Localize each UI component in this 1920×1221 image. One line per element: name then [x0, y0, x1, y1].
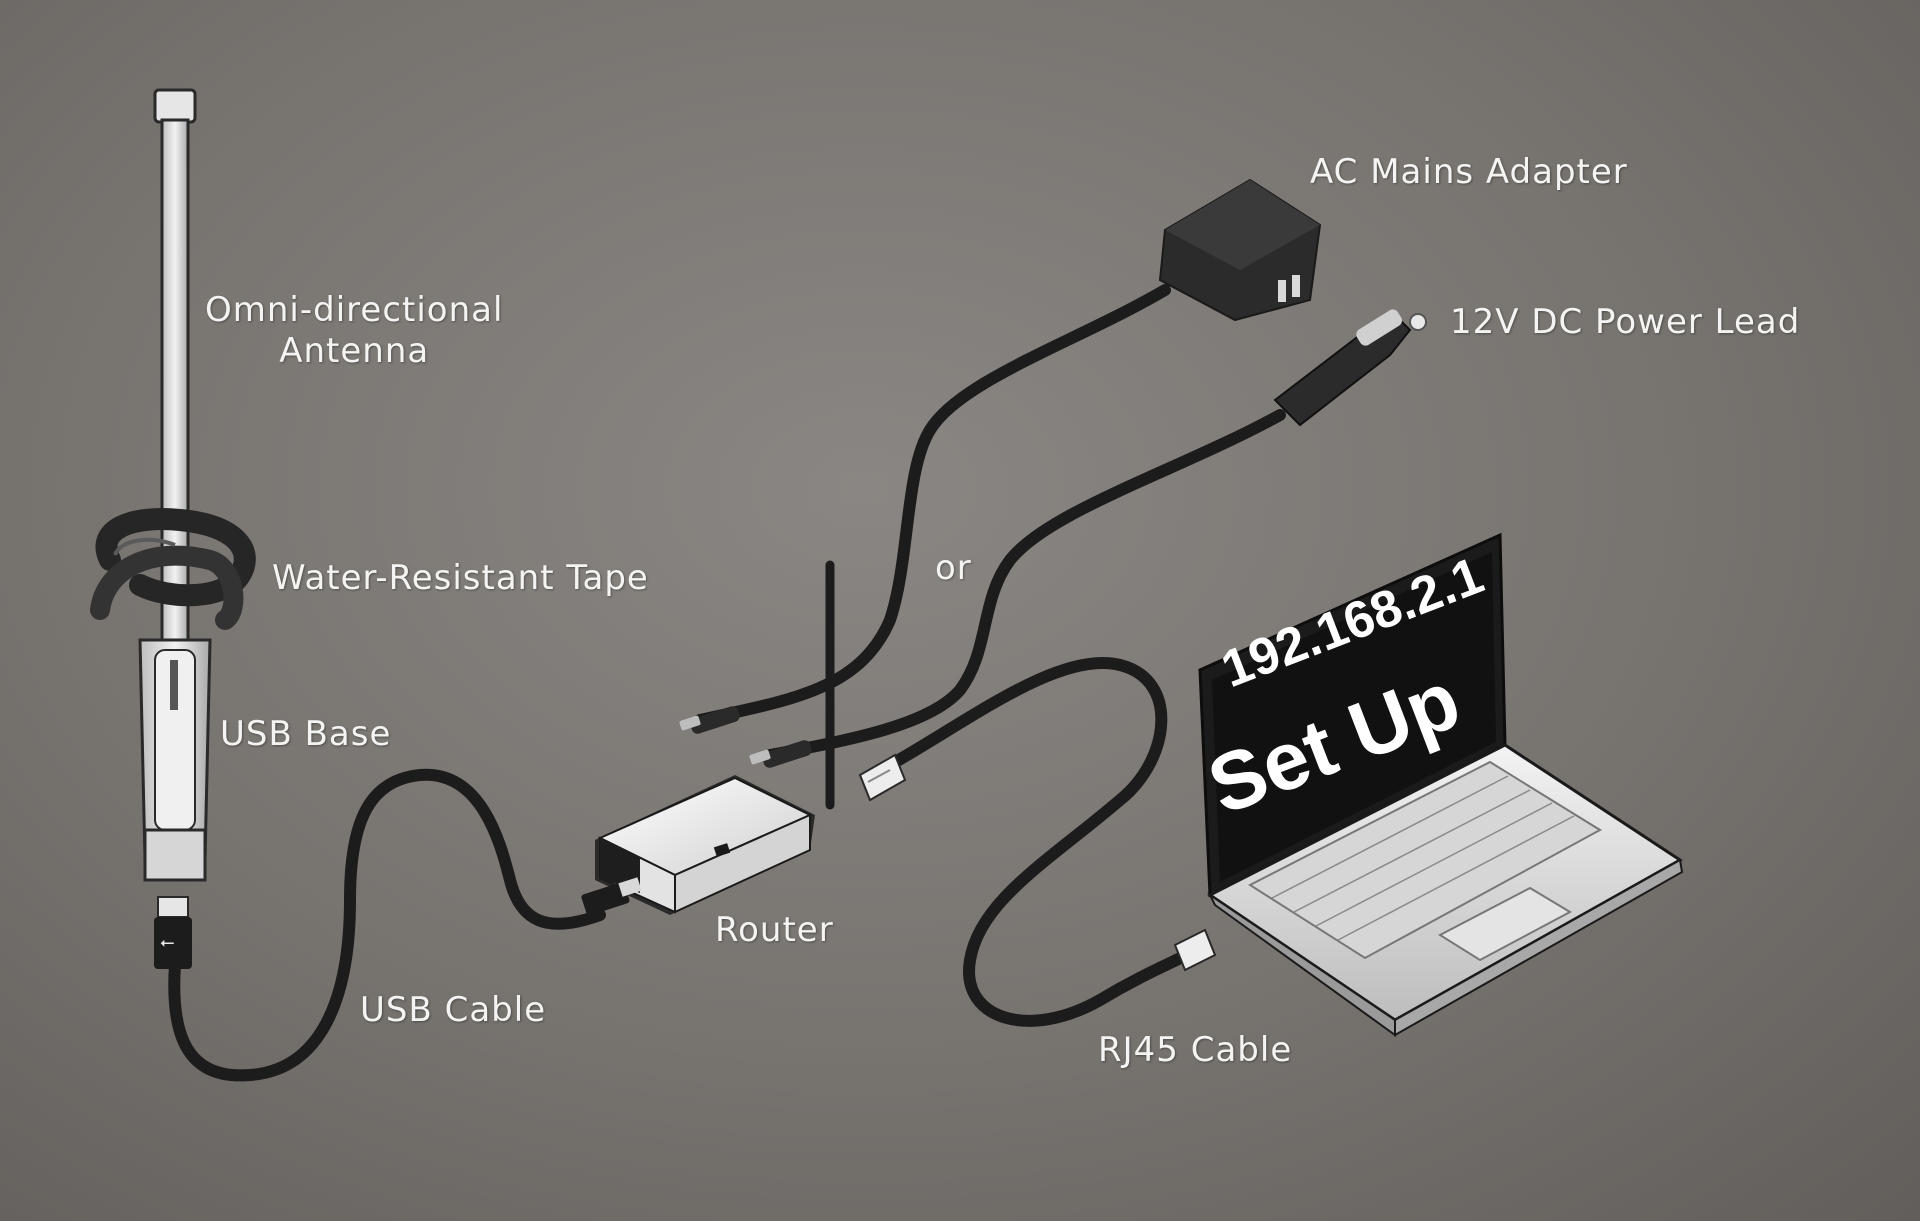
water-resistant-tape: [90, 508, 256, 630]
rj45-label: RJ45 Cable: [1098, 1030, 1293, 1070]
svg-text:⭠: ⭠: [160, 932, 174, 953]
ac-adapter-label: AC Mains Adapter: [1310, 152, 1628, 192]
ac-barrel-plug: [679, 706, 740, 734]
rj45-connector-laptop: [1173, 928, 1217, 972]
dc-barrel-plug: [749, 740, 812, 768]
antenna-label-line1: Omni-directional: [205, 290, 504, 330]
dc-lead-label: 12V DC Power Lead: [1450, 302, 1801, 342]
rj45-cable: [884, 657, 1201, 1027]
usb-base-label: USB Base: [220, 714, 392, 754]
tape-label: Water-Resistant Tape: [272, 558, 649, 598]
ac-adapter: [1158, 178, 1322, 322]
or-label: or: [935, 548, 972, 588]
usb-cable-label: USB Cable: [360, 990, 547, 1030]
dc-lead-cable: [764, 409, 1286, 761]
usb-cable: [168, 768, 606, 1082]
antenna-label: Omni-directional Antenna: [205, 290, 503, 372]
rj45-connector-router: [858, 753, 907, 802]
router-label: Router: [715, 910, 834, 950]
router: [581, 560, 835, 916]
laptop: [1198, 532, 1684, 1037]
dc-power-lead: [1273, 309, 1427, 427]
antenna-label-line2: Antenna: [279, 330, 430, 371]
omni-antenna: ⭠: [138, 88, 212, 969]
ac-adapter-cable: [694, 284, 1171, 726]
